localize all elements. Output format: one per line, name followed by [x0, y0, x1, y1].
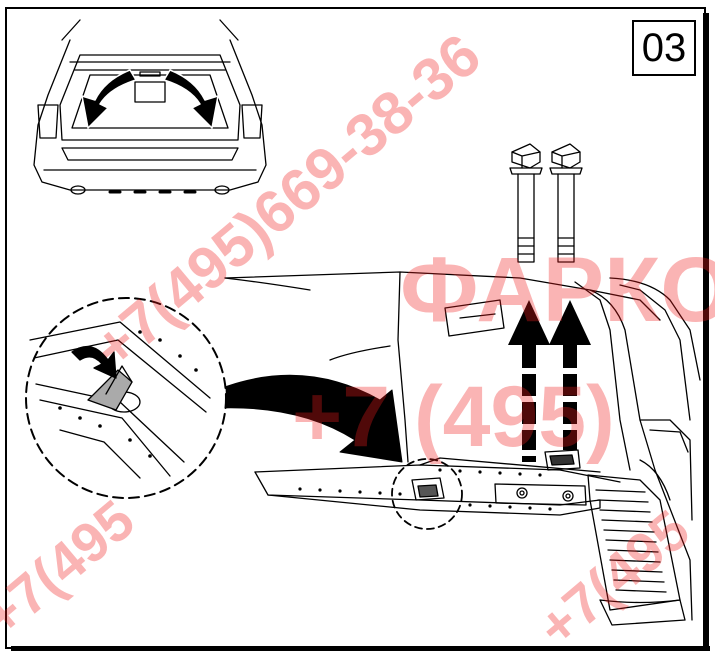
- up-arrow-icon: [549, 300, 591, 450]
- curved-arrow-icon: [81, 69, 137, 129]
- curved-arrow-icon: [163, 69, 219, 129]
- step-number-label: 03: [632, 20, 696, 76]
- curved-arrow-icon: [211, 374, 403, 463]
- zoom-detail-view: [25, 297, 227, 499]
- bolt-icon: [509, 143, 543, 263]
- bolt-icon: [549, 143, 583, 263]
- up-arrow-icon: [508, 300, 550, 462]
- car-rear-view: [33, 19, 267, 195]
- detail-circle: [391, 458, 463, 530]
- trunk-interior: [224, 271, 701, 626]
